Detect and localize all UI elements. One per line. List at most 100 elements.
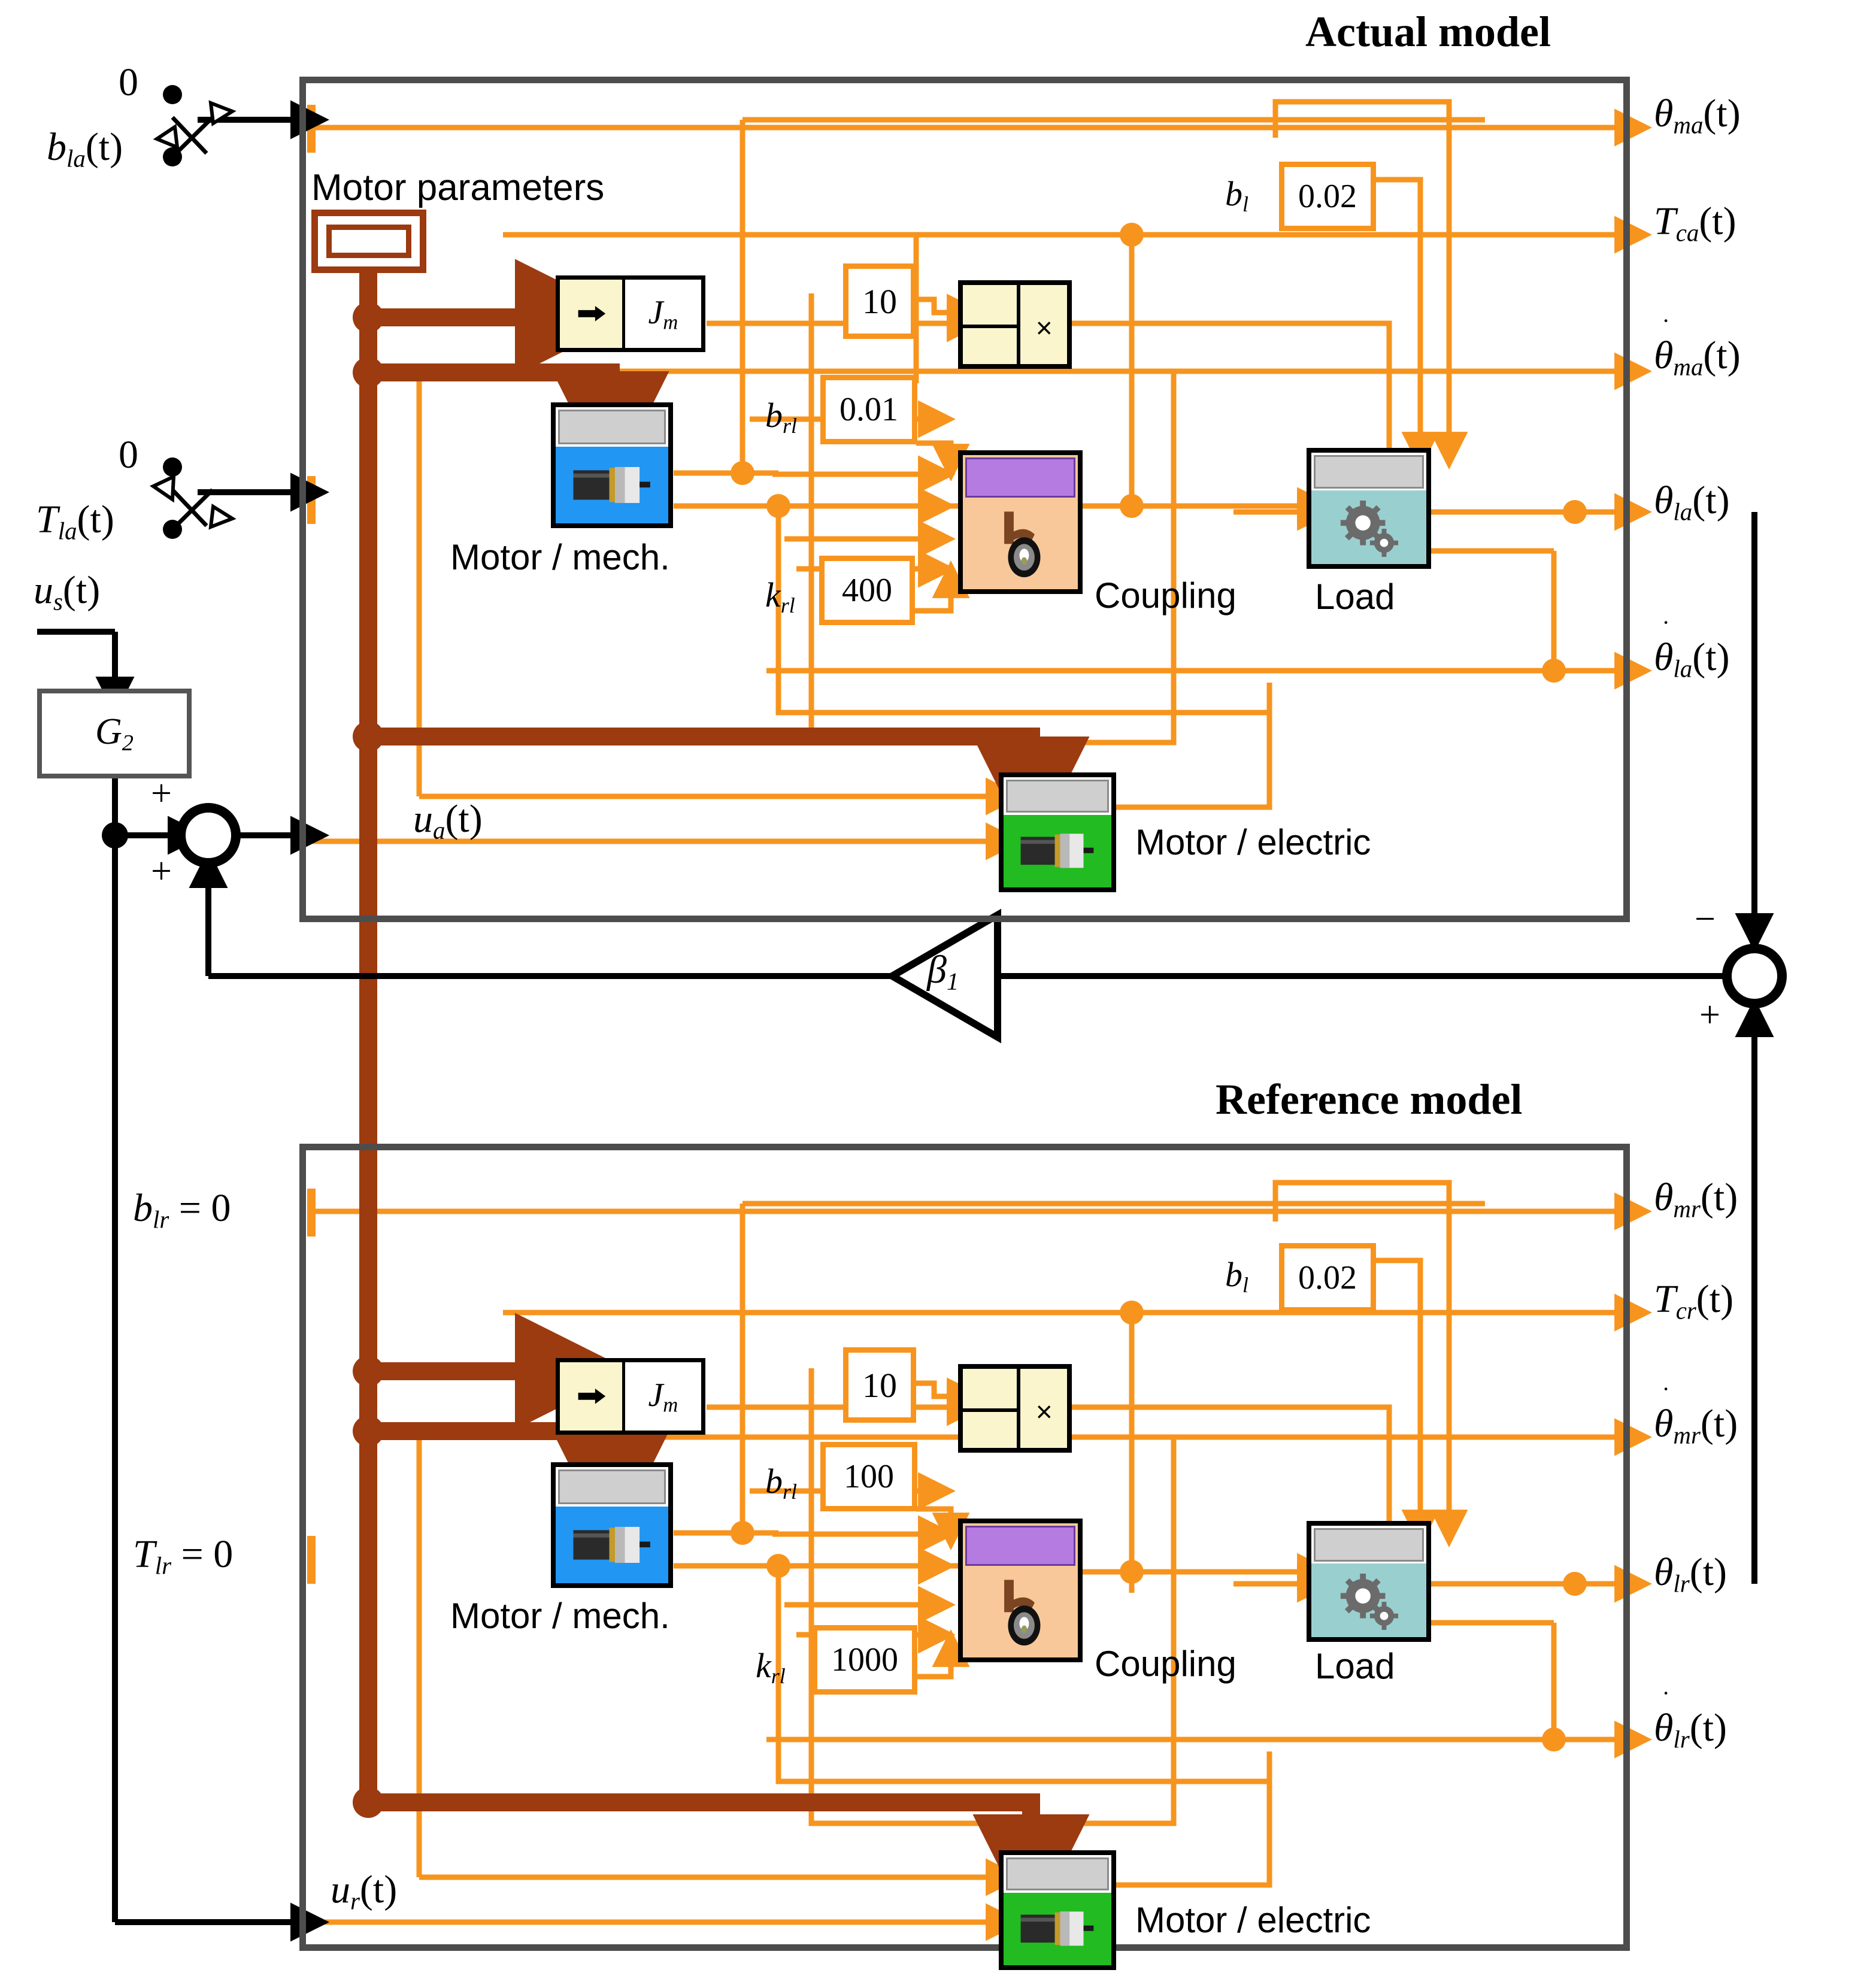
coupling-caption-reference: Coupling (1095, 1644, 1236, 1684)
jm-gain-label-reference: Jm (648, 1376, 678, 1417)
motor-electric-cap-actual (1006, 780, 1109, 813)
output-label-reference-1: Tcr(t) (1654, 1277, 1734, 1325)
jm-gain-bus-pane-reference (560, 1362, 625, 1431)
beta1-gain-label: β1 (927, 947, 959, 995)
brl-label-actual: brl (765, 396, 797, 438)
ua-label: ua(t) (413, 797, 483, 844)
us-sym: u (34, 568, 53, 612)
bla-label: bla(t) (47, 125, 123, 172)
tlr-label: Tlr = 0 (133, 1532, 234, 1580)
krl-value-reference: 1000 (831, 1641, 898, 1678)
reference-model-title: Reference model (1216, 1075, 1523, 1123)
tla-arg: (t) (77, 498, 114, 541)
load-block-reference[interactable] (1307, 1521, 1431, 1642)
output-label-actual-4: ˙θla(t) (1654, 616, 1730, 683)
output-label-actual-0: θma(t) (1654, 92, 1741, 139)
bl-value-actual: 0.02 (1298, 178, 1357, 215)
motor-electric-block-actual[interactable] (999, 772, 1116, 892)
motor-electric-body-reference (1004, 1892, 1111, 1965)
bl-value-box-actual[interactable]: 0.02 (1279, 162, 1376, 231)
product-symbol-reference: × (1035, 1396, 1053, 1428)
coupling-block-reference[interactable] (958, 1519, 1083, 1662)
ur-label: ur(t) (331, 1868, 398, 1915)
product-symbol-actual: × (1035, 312, 1053, 344)
motor-electric-caption-reference: Motor / electric (1135, 1900, 1371, 1940)
bla-arg: (t) (85, 125, 123, 169)
left-sum-plus-top: + (151, 773, 172, 814)
dc-motor-icon-actual (573, 466, 650, 504)
output-label-actual-1: Tca(t) (1654, 199, 1736, 247)
product-divider-v-reference (1017, 1369, 1021, 1448)
load-cap-reference (1314, 1528, 1424, 1562)
gears-icon-actual (1340, 500, 1399, 557)
tla-label: Tla(t) (36, 497, 114, 545)
beta-sym: β (927, 948, 947, 992)
product-divider-h-reference (963, 1408, 1017, 1412)
krl-value-box-reference[interactable]: 1000 (812, 1625, 917, 1695)
brl-label-reference: brl (765, 1462, 797, 1504)
gain-10-value-reference: 10 (862, 1365, 897, 1405)
coupling-block-actual[interactable] (958, 450, 1083, 594)
us-subscript: s (53, 588, 63, 616)
output-label-reference-4: ˙θlr(t) (1654, 1686, 1727, 1753)
actual-model-title: Actual model (1305, 8, 1551, 56)
bl-label-reference: bl (1225, 1255, 1248, 1298)
load-body-reference (1311, 1563, 1426, 1637)
output-label-reference-0: θmr(t) (1654, 1175, 1738, 1223)
krl-value-box-actual[interactable]: 400 (819, 556, 915, 625)
coupling-body-actual (963, 501, 1078, 589)
jm-gain-block-actual[interactable]: Jm (556, 275, 705, 352)
bla-sym: b (47, 125, 66, 169)
motor-mech-block-reference[interactable] (551, 1462, 673, 1588)
gain-10-value-actual: 10 (862, 281, 897, 321)
krl-label-reference: krl (756, 1646, 786, 1689)
gain-10-box-actual[interactable]: 10 (843, 263, 916, 339)
dc-motor-icon-electric-actual (1020, 834, 1094, 868)
brl-value-actual: 0.01 (839, 391, 898, 428)
load-caption-actual: Load (1315, 577, 1395, 617)
jm-gain-block-reference[interactable]: Jm (556, 1358, 705, 1435)
product-divider-v-actual (1017, 285, 1021, 364)
coupling-cap-reference (965, 1526, 1075, 1566)
motor-mech-cap-actual (558, 410, 666, 445)
bla-switch-zero-label: 0 (119, 60, 138, 104)
output-label-reference-2: ˙θmr(t) (1654, 1382, 1738, 1449)
tla-switch-zero-label: 0 (119, 433, 138, 477)
bl-value-box-reference[interactable]: 0.02 (1279, 1243, 1376, 1313)
gears-icon-reference (1340, 1573, 1399, 1630)
brl-value-reference: 100 (844, 1458, 894, 1495)
motor-parameters-block[interactable] (311, 210, 426, 273)
motor-electric-block-reference[interactable] (999, 1850, 1116, 1970)
product-block-reference[interactable]: × (958, 1364, 1072, 1453)
motor-mech-block-actual[interactable] (551, 402, 673, 528)
load-block-actual[interactable] (1307, 448, 1431, 569)
motor-electric-body-actual (1004, 814, 1111, 887)
right-sum-plus: + (1699, 995, 1720, 1035)
left-sum-plus-bottom: + (151, 851, 172, 892)
gain-10-box-reference[interactable]: 10 (843, 1347, 916, 1423)
us-arg: (t) (62, 568, 101, 612)
bl-label-actual: bl (1225, 174, 1248, 217)
dc-motor-icon-electric-reference (1020, 1911, 1094, 1946)
beta-subscript: 1 (946, 968, 959, 995)
jm-gain-label-actual: Jm (648, 293, 678, 334)
g2-label: G2 (95, 711, 134, 756)
motor-electric-cap-reference (1006, 1857, 1109, 1891)
us-label: us(t) (34, 568, 100, 616)
g2-block[interactable]: G2 (37, 689, 192, 778)
motor-mech-cap-reference (558, 1469, 666, 1505)
krl-value-actual: 400 (842, 572, 892, 609)
bl-value-reference: 0.02 (1298, 1259, 1357, 1296)
product-block-actual[interactable]: × (958, 280, 1072, 369)
jm-gain-bus-pane-actual (560, 280, 625, 348)
brl-value-box-actual[interactable]: 0.01 (820, 375, 917, 444)
coupling-body-reference (963, 1569, 1078, 1657)
output-label-reference-3: θlr(t) (1654, 1550, 1727, 1598)
reference-model-frame (299, 1144, 1630, 1951)
actual-model-frame (299, 77, 1630, 922)
brl-value-box-reference[interactable]: 100 (820, 1442, 917, 1511)
load-body-actual (1311, 490, 1426, 564)
coupling-caption-actual: Coupling (1095, 575, 1236, 616)
